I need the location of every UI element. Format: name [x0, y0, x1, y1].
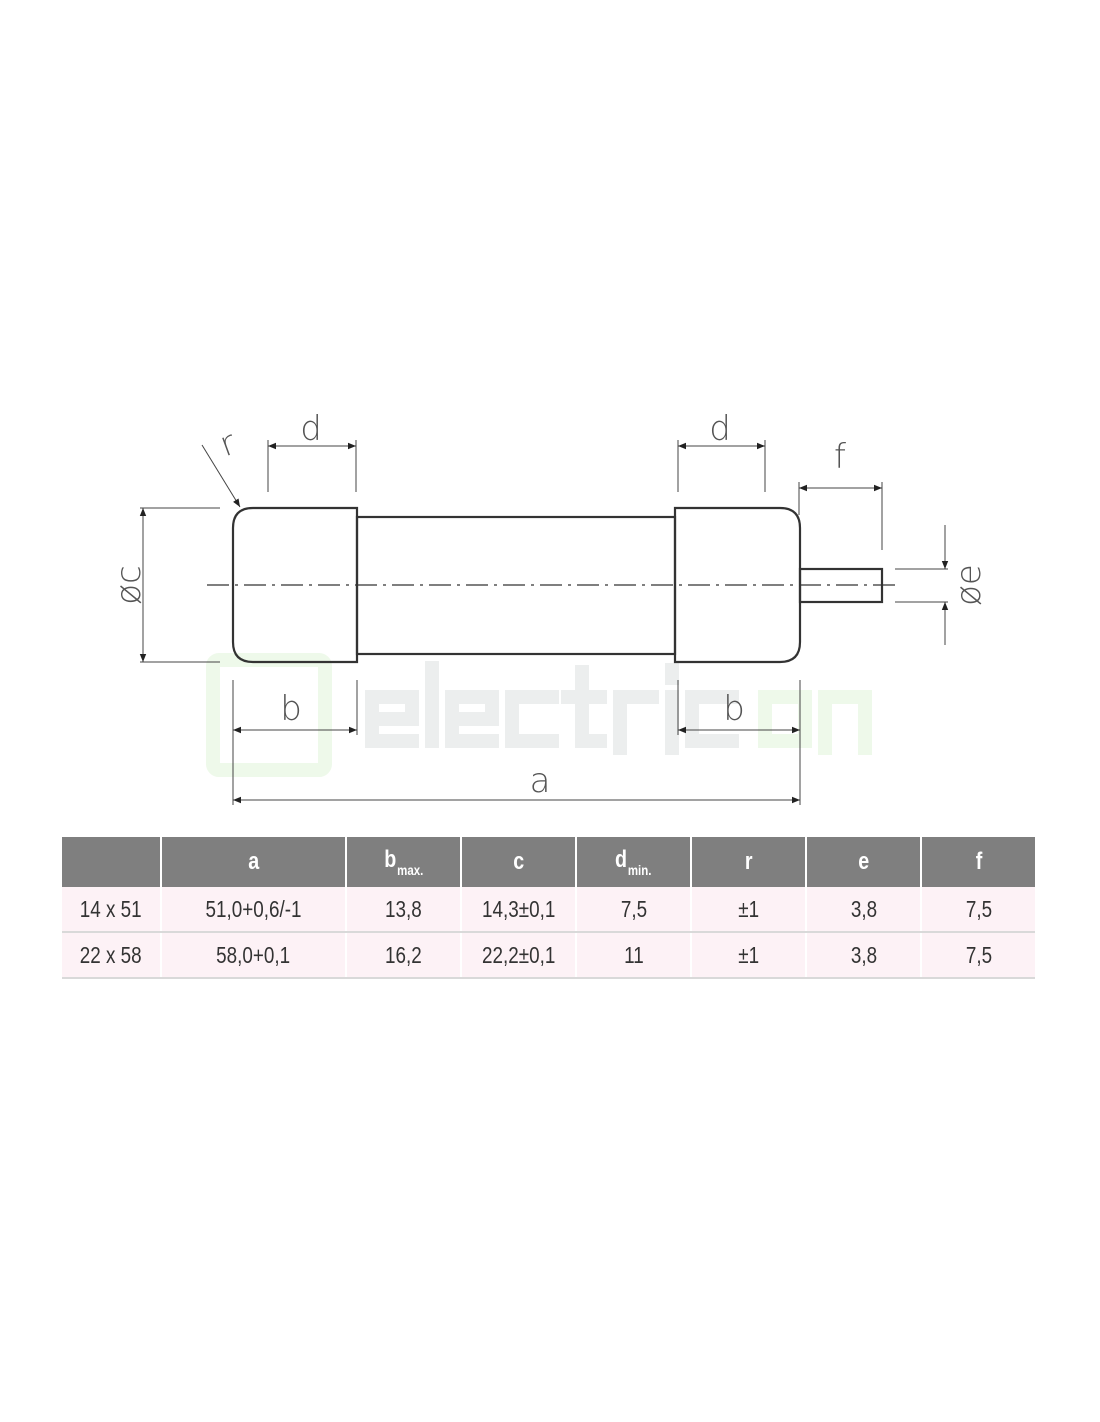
cell-size: 22 x 58	[62, 932, 162, 979]
cell-size: 14 x 51	[62, 887, 162, 933]
dim-label-c: øc	[109, 565, 149, 605]
dim-label-d-left: d	[300, 409, 322, 449]
right-end-cap	[673, 506, 802, 664]
dim-label-d-right: d	[709, 409, 731, 449]
header-r: r	[691, 837, 807, 887]
watermark-lettering-prefix	[365, 661, 739, 755]
dim-label-e: øe	[949, 564, 989, 606]
cell-d: 11	[576, 932, 692, 979]
fuse-dimension-drawing: d d f r øc øe b b a	[109, 409, 989, 805]
cell-f: 7,5	[921, 932, 1035, 979]
cell-c: 14,3±0,1	[461, 887, 577, 933]
cell-f: 7,5	[921, 887, 1035, 933]
table-row: 14 x 51 51,0+0,6/-1 13,8 14,3±0,1 7,5 ±1…	[62, 887, 1035, 933]
dim-label-b-right: b	[723, 689, 745, 729]
watermark-lettering-suffix	[758, 690, 872, 755]
dim-label-r: r	[214, 423, 241, 465]
dim-label-b-left: b	[280, 689, 302, 729]
header-c: c	[461, 837, 577, 887]
table-row: 22 x 58 58,0+0,1 16,2 22,2±0,1 11 ±1 3,8…	[62, 932, 1035, 979]
cell-b: 13,8	[346, 887, 462, 933]
dimensions-table: a bmax. c dmin. r e f 14 x 51 51,0+0,6/-…	[62, 837, 1035, 979]
left-end-cap	[231, 506, 359, 664]
cell-c: 22,2±0,1	[461, 932, 577, 979]
header-d: dmin.	[576, 837, 692, 887]
cell-d: 7,5	[576, 887, 692, 933]
cell-r: ±1	[691, 932, 807, 979]
cell-a: 58,0+0,1	[161, 932, 347, 979]
cell-b: 16,2	[346, 932, 462, 979]
dimension-lines	[139, 440, 949, 805]
dim-label-f: f	[834, 437, 846, 477]
cell-r: ±1	[691, 887, 807, 933]
header-size	[62, 837, 162, 887]
cell-a: 51,0+0,6/-1	[161, 887, 347, 933]
header-e: e	[806, 837, 922, 887]
header-f: f	[921, 837, 1035, 887]
dim-label-a: a	[530, 761, 551, 801]
header-b: bmax.	[346, 837, 462, 887]
table-header-row: a bmax. c dmin. r e f	[62, 837, 1035, 887]
cell-e: 3,8	[806, 887, 922, 933]
header-a: a	[161, 837, 347, 887]
watermark-logo	[206, 653, 872, 777]
cell-e: 3,8	[806, 932, 922, 979]
